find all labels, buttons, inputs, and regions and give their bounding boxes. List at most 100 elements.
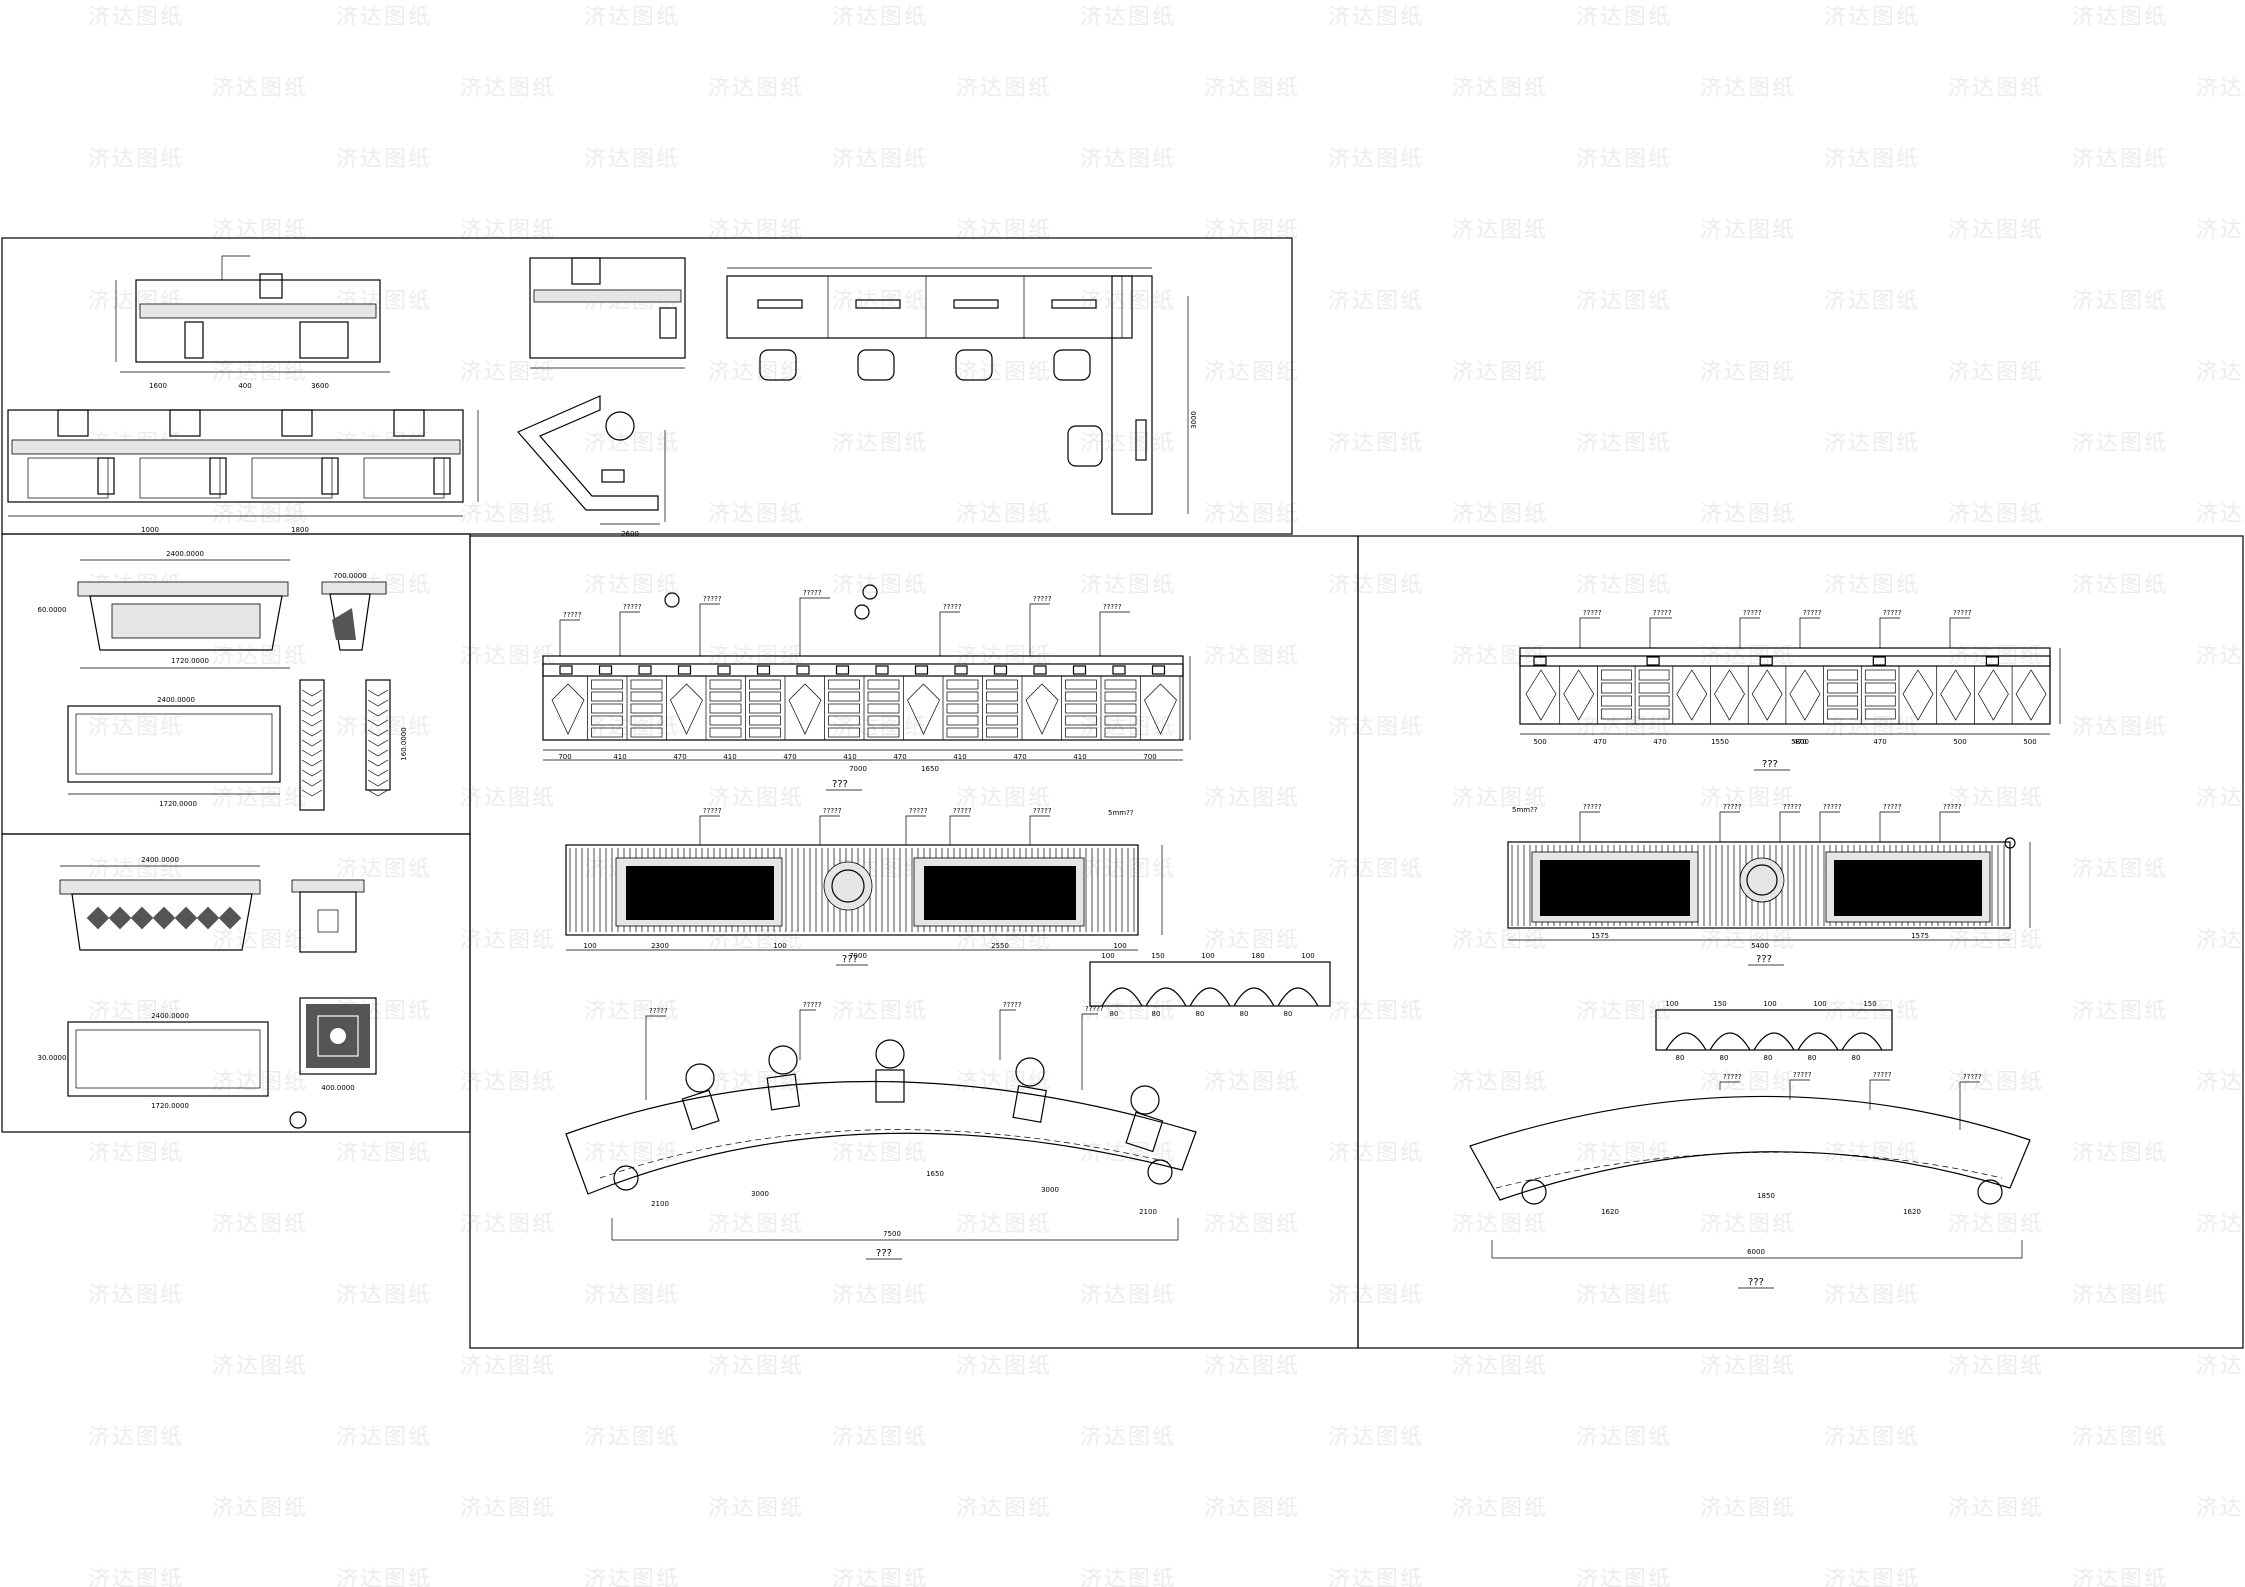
person-icon [1130, 1085, 1160, 1115]
hatch [301, 749, 323, 757]
drawer [1065, 715, 1097, 726]
door [2015, 669, 2047, 721]
watermark-text: 济达图纸 [584, 573, 680, 598]
dimension-label: 7500 [883, 1230, 901, 1238]
watermark-text: 济达图纸 [956, 1496, 1052, 1521]
watermark-text: 济达图纸 [88, 857, 184, 882]
sheet-desk-details: 2400.00001720.0000700.00002400.00001720.… [1, 533, 471, 1133]
drawer [1051, 299, 1097, 309]
hatch [367, 789, 389, 797]
ornament [218, 906, 242, 930]
leader-label: ????? [1085, 1005, 1104, 1013]
watermark-text: 济达图纸 [336, 1425, 432, 1450]
handle [1872, 656, 1886, 666]
label-5mm: 5mm?? [1512, 806, 1538, 814]
watermark-text: 济达图纸 [708, 786, 804, 811]
watermark-text: 济达图纸 [1204, 76, 1300, 101]
handle [875, 665, 889, 675]
drawer [986, 679, 1018, 690]
handle [1151, 665, 1166, 675]
dimension-label: 80 [1196, 1010, 1205, 1018]
leader-line [1579, 811, 1600, 842]
handle [1072, 665, 1087, 675]
dimension-label: 180 [1251, 952, 1264, 960]
door [1902, 669, 1934, 721]
dimension-label: 80 [1110, 1010, 1119, 1018]
dimension-label: 150 [1151, 952, 1164, 960]
watermark-text: 济达图纸 [1824, 999, 1920, 1024]
dimension-label: 30.0000 [38, 1054, 67, 1062]
leader-label: ????? [1803, 609, 1822, 617]
watermark-text: 济达图纸 [584, 1283, 680, 1308]
detail-front-elevation-1 [77, 559, 290, 669]
label-5mm: 5mm?? [1108, 809, 1134, 817]
monitor-icon [259, 273, 283, 299]
watermark-text: 济达图纸 [1328, 999, 1424, 1024]
caption-elevation-mid: ??? [842, 954, 858, 965]
dimension-label: 470 [1793, 738, 1806, 746]
watermark-text: 济达图纸 [1328, 573, 1424, 598]
watermark-text: 济达图纸 [956, 360, 1052, 385]
watermark-text: 济达图纸 [1824, 573, 1920, 598]
desk-body [139, 457, 221, 499]
dimension-label: 1620 [1903, 1208, 1921, 1216]
drawer [1864, 708, 1896, 720]
detail-ornament-square [289, 997, 377, 1129]
drawer [749, 715, 781, 726]
watermark-text: 济达图纸 [2072, 999, 2168, 1024]
drawer [1827, 695, 1858, 707]
watermark-text: 济达图纸 [1948, 76, 2044, 101]
dimension-label: 1650 [921, 765, 939, 773]
watermark-text: 济达图纸 [88, 1283, 184, 1308]
watermark-text: 济达图纸 [2072, 1283, 2168, 1308]
leader-label: ????? [703, 595, 722, 603]
door [1789, 669, 1821, 721]
leader-label: ????? [1823, 803, 1842, 811]
arch [1797, 1032, 1839, 1051]
person-icon [685, 1063, 715, 1093]
dimension-label: 2300 [651, 942, 669, 950]
drawer [591, 703, 623, 714]
watermark-text: 济达图纸 [88, 1425, 184, 1450]
dimension-label: 470 [1593, 738, 1606, 746]
arch [1233, 987, 1275, 1007]
watermark-text: 济达图纸 [460, 218, 556, 243]
drawer [749, 679, 781, 690]
dimension-label: 6000 [1747, 1248, 1765, 1256]
drawer [749, 703, 781, 714]
watermark-text: 济达图纸 [460, 1354, 556, 1379]
watermark-text: 济达图纸 [832, 147, 928, 172]
ornament [86, 906, 110, 930]
watermark-text: 济达图纸 [1576, 1425, 1672, 1450]
dimension-label: 80 [1808, 1054, 1817, 1062]
drawer [630, 691, 663, 702]
watermark-text: 济达图纸 [832, 1567, 928, 1587]
watermark-text: 济达图纸 [956, 1070, 1052, 1095]
watermark-text: 济达图纸 [1204, 1354, 1300, 1379]
dimension-label: 470 [1653, 738, 1666, 746]
watermark-text: 济达图纸 [584, 1141, 680, 1166]
watermark-text: 济达图纸 [708, 928, 804, 953]
drawer [1065, 727, 1097, 738]
watermark-text: 济达图纸 [88, 1567, 184, 1587]
dimension-label: 2400.0000 [141, 856, 179, 864]
watermark-text: 济达图纸 [1328, 1567, 1424, 1587]
hatch [301, 689, 323, 697]
dimension-label: 700 [558, 753, 571, 761]
ornament [152, 906, 176, 930]
drawer [867, 715, 900, 726]
hatch [367, 759, 389, 767]
watermark-text: 济达图纸 [1948, 218, 2044, 243]
leader-line [699, 603, 720, 656]
watermark-text: 济达图纸 [2072, 573, 2168, 598]
dimension-label: 470 [1013, 753, 1026, 761]
handle [1759, 656, 1773, 666]
leader-line [699, 815, 720, 845]
caption-plan: ??? [876, 1248, 892, 1259]
leader-line [1719, 811, 1740, 842]
dimension-label: 2400.0000 [166, 550, 204, 558]
plan-curved-counter-small [1469, 1095, 2031, 1259]
hatch [367, 709, 389, 717]
drawer [591, 715, 623, 726]
watermark-text: 济达图纸 [1328, 1141, 1424, 1166]
